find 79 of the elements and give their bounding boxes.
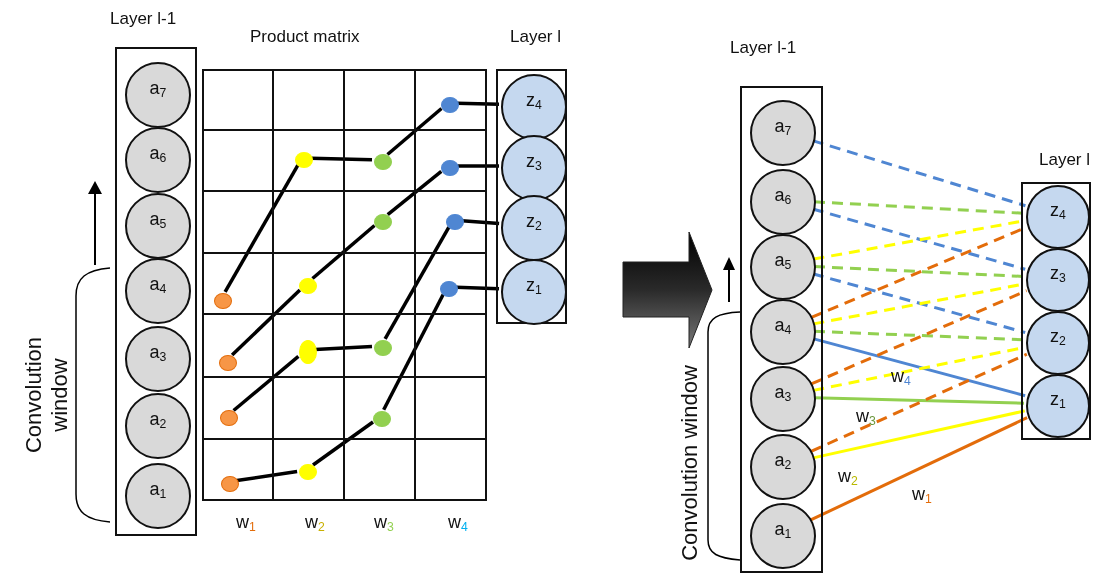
neuron-label: z$_{1}$	[526, 275, 542, 295]
connector-line	[812, 409, 1026, 460]
neuron-label: z$_{4}$	[526, 90, 542, 110]
edge-label: w$_{1}$	[912, 484, 932, 504]
connector-line	[456, 101, 500, 106]
neuron-label: a$_{2}$	[149, 409, 167, 429]
neuron-label: a$_{2}$	[774, 450, 792, 470]
neuron-label: a$_{7}$	[774, 116, 792, 136]
connector-line	[382, 293, 445, 411]
layer-heading: Layer l-1	[110, 9, 177, 29]
layer-heading: Product matrix	[250, 27, 360, 47]
product-dot	[441, 160, 459, 176]
neuron-label: a$_{1}$	[149, 479, 167, 499]
product-dot	[440, 281, 458, 297]
connector-line	[810, 416, 1028, 522]
neuron-label: z$_{2}$	[1050, 326, 1066, 346]
neuron-label: z$_{3}$	[526, 151, 542, 171]
connector-line	[386, 170, 443, 216]
neuron-label: a$_{4}$	[774, 315, 792, 335]
block-arrow	[622, 231, 713, 349]
neuron-label: a$_{1}$	[774, 519, 792, 539]
connector-line	[457, 164, 499, 168]
neuron-label: a$_{7}$	[149, 78, 167, 98]
neuron-circle	[501, 259, 567, 325]
weight-label: w$_{3}$	[374, 512, 394, 532]
connector-line	[236, 469, 298, 483]
product-dot	[441, 97, 459, 113]
neuron-label: a$_{3}$	[774, 382, 792, 402]
connector-line	[455, 285, 500, 291]
layer-heading: Layer l	[1039, 150, 1091, 170]
layer-heading: Layer l-1	[730, 38, 797, 58]
product-dot	[219, 355, 237, 371]
neuron-label: a$_{3}$	[149, 342, 167, 362]
neuron-circle	[1026, 185, 1090, 249]
product-dot	[374, 214, 392, 230]
weight-label: w$_{2}$	[305, 512, 325, 532]
neuron-label: a$_{6}$	[774, 185, 792, 205]
neuron-label: z$_{4}$	[1050, 200, 1066, 220]
axis-label: Convolution window	[21, 335, 73, 456]
neuron-label: z$_{1}$	[1050, 389, 1066, 409]
product-dot	[220, 410, 238, 426]
connector-line	[311, 224, 376, 280]
connector-line	[461, 218, 500, 226]
product-dot	[299, 278, 317, 294]
product-dot	[299, 464, 317, 480]
connector-line	[312, 420, 374, 467]
product-dot	[221, 476, 239, 492]
layer-heading: Layer l	[510, 27, 562, 47]
connector-line	[386, 107, 443, 156]
neuron-circle	[501, 195, 567, 261]
neuron-label: z$_{3}$	[1050, 263, 1066, 283]
connector-line	[810, 352, 1028, 453]
connector-line	[310, 156, 373, 162]
connector-line	[223, 164, 300, 293]
connector-line	[230, 288, 302, 357]
connector-line	[810, 289, 1028, 386]
product-dot	[446, 214, 464, 230]
product-dot	[374, 340, 392, 356]
neuron-circle	[1026, 248, 1090, 312]
neuron-circle	[1026, 374, 1090, 438]
product-dot	[374, 154, 392, 170]
neuron-label: a$_{5}$	[149, 209, 167, 229]
product-dot	[214, 293, 232, 309]
neuron-label: z$_{2}$	[526, 211, 542, 231]
connector-line	[383, 226, 451, 340]
edge-label: w$_{2}$	[838, 466, 858, 486]
weight-label: w$_{1}$	[236, 512, 256, 532]
neuron-label: a$_{4}$	[149, 274, 167, 294]
neuron-circle	[1026, 311, 1090, 375]
product-dot	[299, 340, 317, 364]
edge-label: w$_{4}$	[891, 366, 911, 386]
neuron-label: a$_{5}$	[774, 250, 792, 270]
axis-label: Convolution window	[677, 364, 703, 563]
neuron-circle	[501, 74, 567, 140]
edge-label: w$_{3}$	[856, 406, 876, 426]
product-dot	[295, 152, 313, 168]
neuron-label: a$_{6}$	[149, 143, 167, 163]
product-dot	[373, 411, 391, 427]
weight-label: w$_{4}$	[448, 512, 468, 532]
